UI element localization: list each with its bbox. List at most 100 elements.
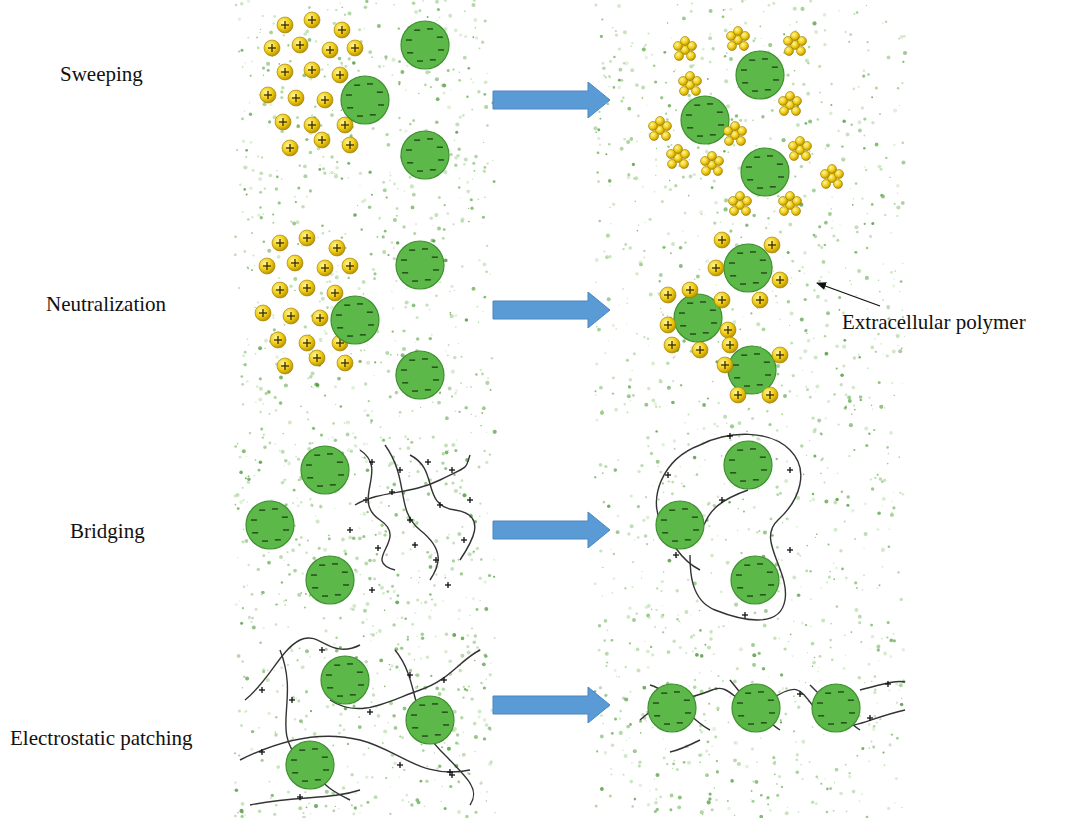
speckle-dot [415, 674, 416, 675]
speckle-dot [492, 160, 494, 162]
speckle-dot [298, 806, 302, 810]
speckle-dot [392, 714, 396, 718]
speckle-dot [472, 178, 474, 180]
speckle-dot [797, 552, 800, 555]
speckle-dot [420, 657, 422, 659]
speckle-dot [826, 811, 829, 814]
speckle-dot [737, 762, 741, 766]
speckle-dot [307, 377, 310, 380]
speckle-dot [669, 188, 672, 191]
speckle-dot [403, 707, 407, 711]
speckle-dot [247, 477, 251, 481]
speckle-dot [474, 751, 476, 753]
speckle-dot [637, 536, 640, 539]
speckle-dot [259, 460, 263, 464]
speckle-dot [294, 718, 297, 721]
speckle-dot [358, 153, 359, 154]
speckle-dot [244, 814, 246, 816]
speckle-dot [455, 326, 457, 328]
speckle-dot [366, 414, 369, 417]
speckle-dot [245, 677, 249, 681]
speckle-dot [769, 137, 772, 140]
speckle-dot [483, 263, 487, 267]
speckle-dot [259, 171, 263, 175]
speckle-dot [312, 442, 314, 444]
speckle-dot [415, 549, 417, 551]
speckle-dot [259, 387, 263, 391]
speckle-dot [296, 220, 300, 224]
speckle-dot [409, 123, 412, 126]
speckle-dot [450, 153, 453, 156]
speckle-dot [459, 493, 461, 495]
speckle-dot [446, 212, 449, 215]
speckle-dot [829, 639, 832, 642]
speckle-dot [305, 552, 307, 554]
speckle-dot [300, 592, 302, 594]
speckle-dot [491, 357, 494, 360]
speckle-dot [295, 201, 297, 203]
speckle-dot [482, 662, 486, 666]
speckle-dot [249, 186, 253, 190]
speckle-dot [643, 257, 645, 259]
speckle-dot [364, 350, 365, 351]
speckle-dot [353, 213, 357, 217]
speckle-dot [383, 66, 385, 68]
speckle-dot [761, 115, 764, 118]
speckle-dot [494, 812, 496, 814]
speckle-dot [309, 656, 311, 658]
speckle-dot [238, 50, 240, 52]
speckle-dot [363, 753, 366, 756]
speckle-dot [332, 437, 334, 439]
speckle-dot [739, 119, 742, 122]
speckle-dot [374, 725, 375, 726]
speckle-dot [668, 559, 672, 563]
speckle-dot [326, 705, 330, 709]
speckle-dot [279, 401, 283, 405]
speckle-dot [378, 531, 382, 535]
speckle-dot [297, 243, 299, 245]
speckle-dot [869, 235, 872, 238]
speckle-dot [368, 206, 371, 209]
speckle-dot [261, 594, 263, 596]
speckle-dot [340, 141, 341, 142]
speckle-dot [476, 306, 478, 308]
speckle-dot [368, 559, 372, 563]
speckle-dot [460, 716, 463, 719]
speckle-dot [445, 632, 449, 636]
speckle-dot [297, 659, 299, 661]
speckle-dot [793, 695, 795, 697]
speckle-dot [828, 212, 832, 216]
speckle-dot [244, 363, 247, 366]
speckle-dot [373, 277, 376, 280]
speckle-dot [283, 352, 284, 353]
speckle-dot [451, 370, 455, 374]
speckle-dot [371, 633, 375, 637]
speckle-dot [378, 218, 380, 220]
speckle-dot [879, 405, 883, 409]
speckle-dot [298, 479, 300, 481]
speckle-dot [262, 670, 265, 673]
speckle-dot [647, 616, 651, 620]
speckle-dot [773, 761, 777, 765]
speckle-dot [479, 502, 481, 504]
speckle-dot [244, 111, 245, 112]
speckle-dot [711, 745, 712, 746]
speckle-dot [846, 811, 848, 813]
speckle-dot [466, 645, 469, 648]
speckle-dot [258, 177, 262, 181]
speckle-dot [494, 637, 496, 639]
speckle-dot [258, 727, 260, 729]
speckle-dot [459, 411, 461, 413]
speckle-dot [251, 617, 254, 620]
speckle-dot [382, 250, 386, 254]
speckle-dot [416, 673, 420, 677]
speckle-dot [863, 574, 865, 576]
speckle-dot [251, 730, 254, 733]
speckle-dot [887, 621, 890, 624]
speckle-dot [354, 445, 357, 448]
speckle-dot [475, 811, 478, 814]
speckle-dot [277, 255, 281, 259]
speckle-dot [827, 467, 829, 469]
speckle-dot [456, 439, 457, 440]
speckle-dot [489, 454, 491, 456]
